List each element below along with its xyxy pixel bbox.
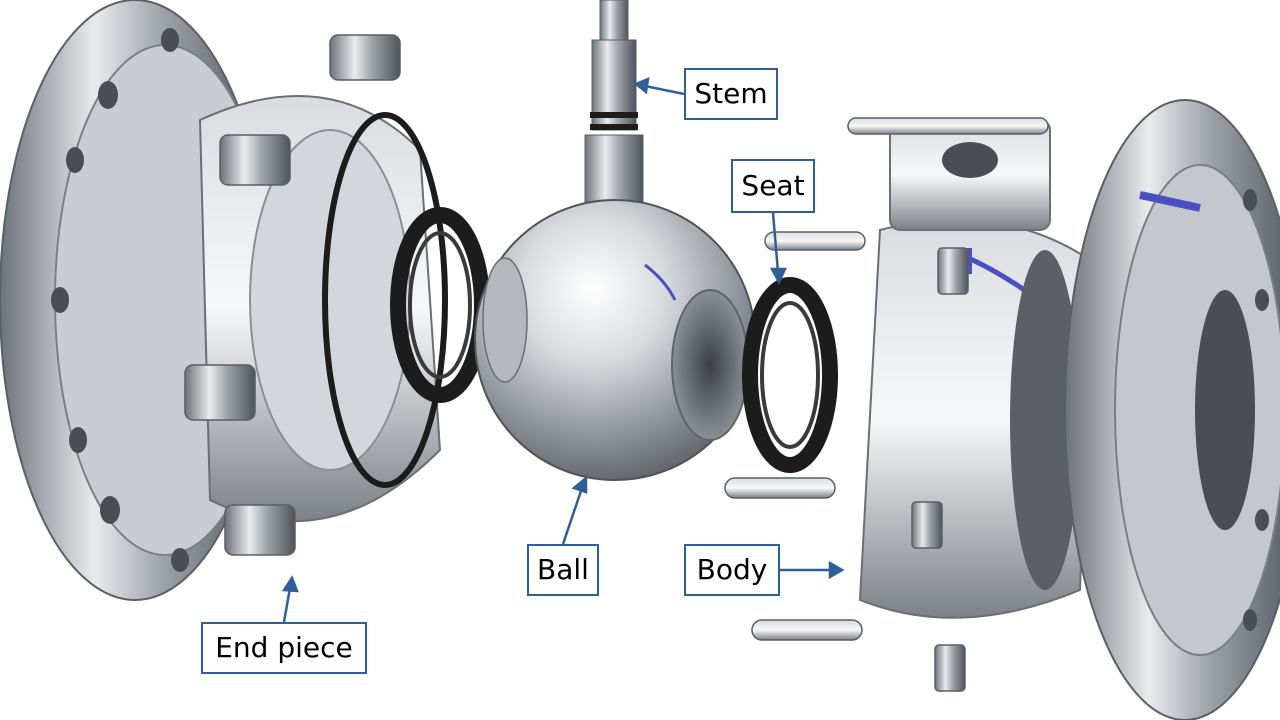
left-flange-bolt-holes (51, 28, 189, 572)
stem-leader-arrow (633, 76, 685, 96)
body-leader-arrow (780, 560, 845, 580)
ball-label: Ball (527, 544, 599, 596)
stem-part (584, 0, 644, 223)
seat-leader-arrow (769, 212, 787, 285)
body-part (724, 117, 1092, 692)
stem-label: Stem (684, 68, 778, 120)
body-label: Body (684, 544, 780, 596)
right-flange (1064, 99, 1280, 720)
right-seat-part (742, 277, 838, 473)
end-piece-part (0, 0, 448, 601)
body-nuts (911, 247, 969, 692)
seat-label: Seat (731, 159, 815, 213)
ball-bore-left (482, 257, 528, 383)
end-piece-oring (322, 112, 448, 488)
ball-part (474, 199, 756, 481)
end-piece-label: End piece (201, 622, 367, 674)
body-studs (724, 117, 1049, 641)
leader-lines (281, 76, 845, 623)
ball-leader-arrow (561, 475, 588, 545)
end-piece-leader-arrow (281, 575, 299, 623)
body-bore (1010, 250, 1080, 590)
ball-bore-right (671, 289, 749, 441)
end-piece-lugs (184, 34, 401, 556)
